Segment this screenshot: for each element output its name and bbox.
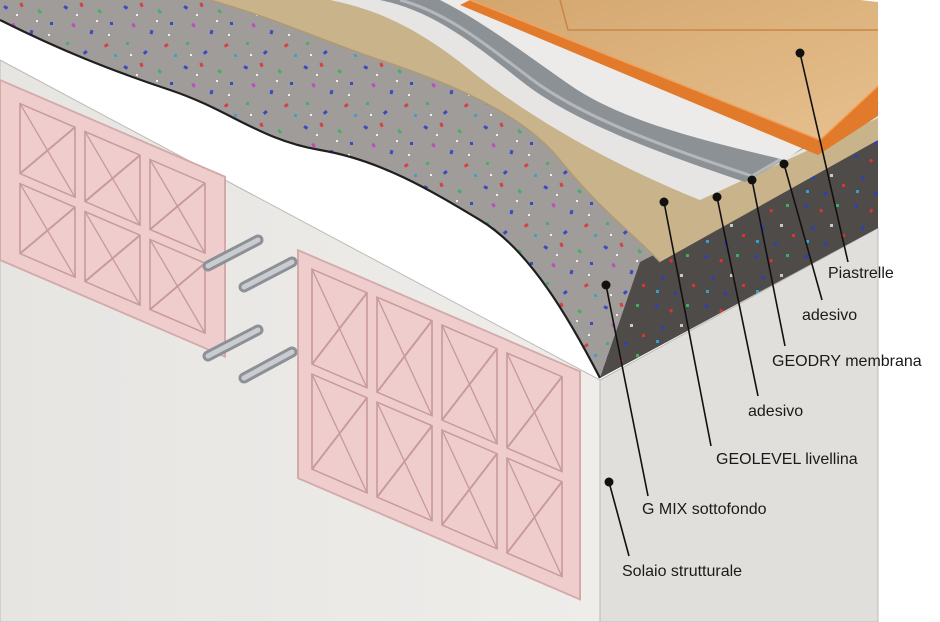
label-gmix: G MIX sottofondo bbox=[642, 501, 767, 518]
rebars bbox=[202, 234, 298, 384]
leader-piastrelle bbox=[795, 48, 849, 263]
leader-lines bbox=[601, 48, 849, 557]
label-adesivo-top: adesivo bbox=[802, 307, 857, 324]
label-piastrelle: Piastrelle bbox=[828, 265, 894, 282]
leader-solaio bbox=[604, 477, 630, 557]
leader-adesivo-bottom bbox=[712, 192, 759, 397]
label-geolevel: GEOLEVEL livellina bbox=[716, 451, 858, 468]
label-geodry: GEODRY membrana bbox=[772, 353, 922, 370]
leader-geolevel bbox=[659, 197, 712, 447]
labels: Piastrelle adesivo GEODRY membrana adesi… bbox=[622, 265, 922, 580]
label-solaio: Solaio strutturale bbox=[622, 563, 742, 580]
label-adesivo-bottom: adesivo bbox=[748, 403, 803, 420]
hollow-brick-block-left bbox=[0, 78, 226, 359]
leader-adesivo-top bbox=[779, 159, 823, 301]
hollow-brick-block-right bbox=[297, 248, 581, 601]
leader-gmix bbox=[601, 280, 649, 497]
leader-geodry bbox=[747, 175, 786, 347]
